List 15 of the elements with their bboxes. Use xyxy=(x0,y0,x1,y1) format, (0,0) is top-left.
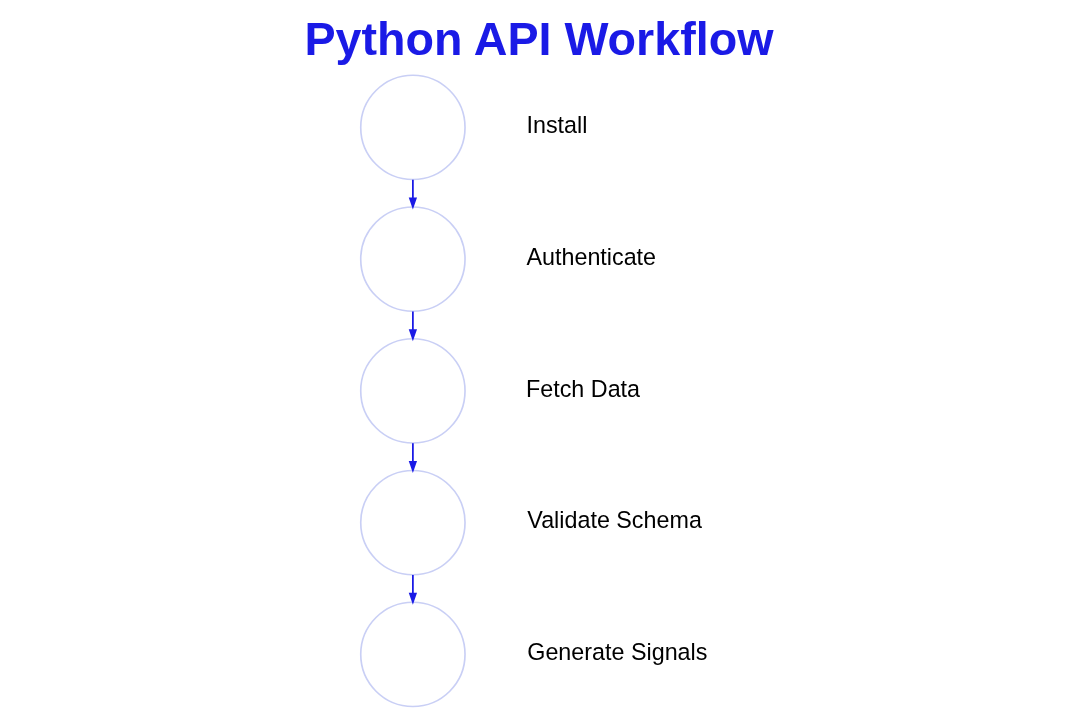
node-circle xyxy=(359,601,466,708)
diagram-title: Python API Workflow xyxy=(303,12,773,65)
arrow xyxy=(408,310,417,342)
arrow xyxy=(408,442,417,473)
node-label: Validate Schema xyxy=(526,507,702,534)
node-label: Install xyxy=(526,112,587,139)
arrow xyxy=(408,574,417,605)
node-circle xyxy=(359,469,466,576)
node-circle xyxy=(359,74,466,181)
node-label: Authenticate xyxy=(525,243,656,270)
node-label: Fetch Data xyxy=(525,375,640,402)
node-label: Generate Signals xyxy=(526,638,707,665)
node-circle xyxy=(359,337,466,444)
arrow xyxy=(408,178,417,210)
node-circle xyxy=(359,206,466,313)
